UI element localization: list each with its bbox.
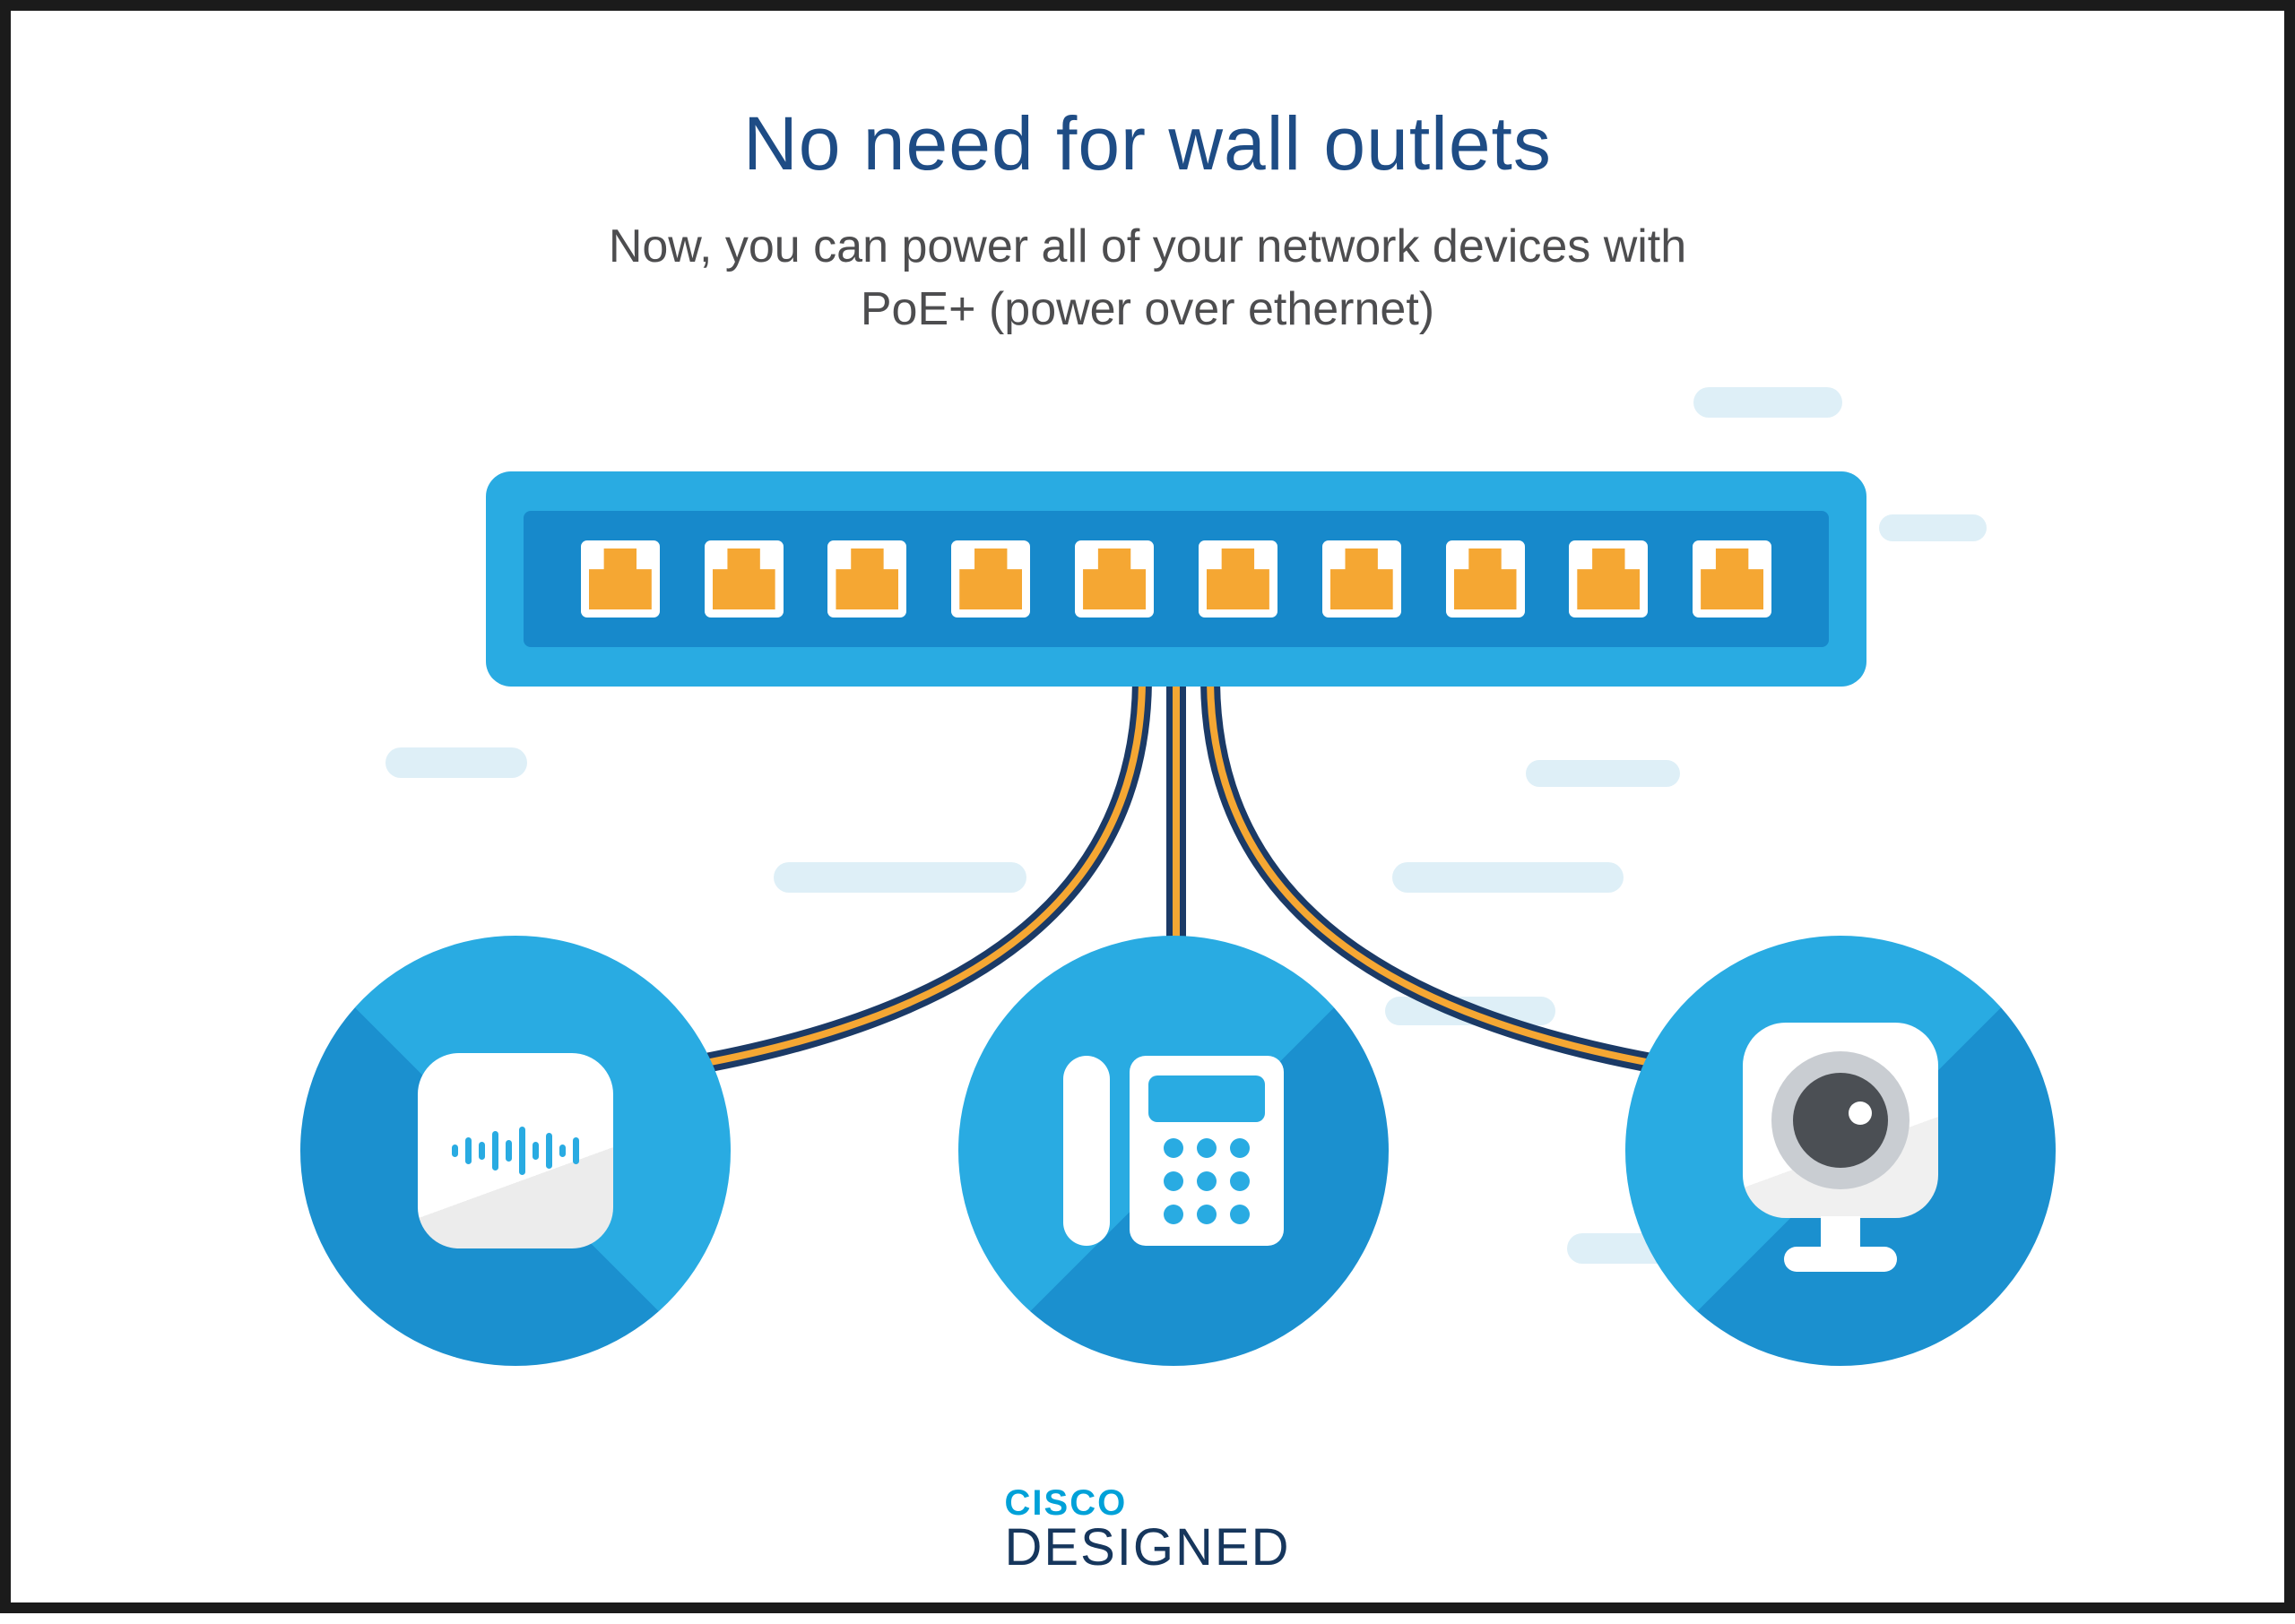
rj45-jack-icon: [959, 549, 1023, 609]
signal-bar: [506, 1140, 512, 1162]
wireless-access-point-icon: [418, 1053, 613, 1248]
decor-pill: [1385, 997, 1555, 1025]
camera-body-icon: [1743, 1023, 1938, 1218]
device-access-point: [300, 936, 731, 1366]
decor-pill: [1879, 514, 1987, 541]
decor-pill: [1526, 760, 1680, 787]
signal-bar: [465, 1137, 472, 1164]
ports-row: [524, 511, 1829, 647]
ethernet-port: [1569, 540, 1649, 618]
signal-bar: [492, 1131, 498, 1170]
page-subtitle: Now, you can power all of your network d…: [11, 215, 2284, 341]
device-webcam: [1625, 936, 2056, 1366]
decor-pill: [1392, 862, 1624, 893]
ethernet-port: [827, 540, 907, 618]
signal-bar: [533, 1142, 539, 1160]
ethernet-port: [1321, 540, 1401, 618]
page-subtitle-line2: PoE+ (power over ethernet): [860, 283, 1435, 336]
page-title: No need for wall outlets: [743, 101, 1552, 186]
device-ip-phone: [958, 936, 1389, 1366]
decor-pill: [385, 747, 527, 778]
security-camera-icon: [1743, 1023, 1938, 1272]
rj45-jack-icon: [1329, 549, 1393, 609]
camera-ring-icon: [1771, 1051, 1910, 1189]
signal-bar: [452, 1145, 458, 1157]
ethernet-port: [1075, 540, 1155, 618]
rj45-jack-icon: [1453, 549, 1517, 609]
brand-cisco-text: CISCO: [1004, 1483, 1128, 1523]
cisco-designed-logo: CISCO DESIGNED: [1005, 1485, 1291, 1576]
camera-stand-base: [1784, 1247, 1897, 1272]
keypad-key: [1197, 1171, 1217, 1191]
ethernet-port: [1198, 540, 1277, 618]
keypad-key: [1230, 1205, 1250, 1224]
rj45-jack-icon: [1083, 549, 1147, 609]
camera-stand-neck: [1821, 1216, 1860, 1247]
camera-glint-icon: [1849, 1101, 1872, 1125]
ap-signal-icon: [452, 1127, 579, 1175]
rj45-jack-icon: [712, 549, 775, 609]
ethernet-port: [704, 540, 784, 618]
keypad-key: [1164, 1205, 1183, 1224]
page-subtitle-line1: Now, you can power all of your network d…: [608, 220, 1687, 272]
signal-bar: [479, 1142, 485, 1160]
decor-pill: [774, 862, 1026, 893]
phone-handset-icon: [1063, 1056, 1110, 1246]
keypad-key: [1230, 1171, 1250, 1191]
ethernet-port: [951, 540, 1031, 618]
keypad-key: [1197, 1138, 1217, 1158]
ethernet-port: [1693, 540, 1772, 618]
signal-bar: [559, 1145, 566, 1157]
rj45-jack-icon: [1701, 549, 1764, 609]
rj45-jack-icon: [588, 549, 652, 609]
ethernet-port: [1445, 540, 1525, 618]
phone-keypad: [1164, 1138, 1250, 1224]
phone-screen-icon: [1148, 1075, 1265, 1122]
keypad-key: [1197, 1205, 1217, 1224]
keypad-key: [1164, 1138, 1183, 1158]
ip-phone-icon: [1063, 1056, 1284, 1246]
signal-bar: [546, 1133, 552, 1169]
brand-designed-text: DESIGNED: [1004, 1518, 1291, 1576]
rj45-jack-icon: [836, 549, 899, 609]
signal-bar: [519, 1127, 525, 1175]
rj45-jack-icon: [1206, 549, 1269, 609]
rj45-jack-icon: [1577, 549, 1641, 609]
poe-switch: [486, 471, 1866, 687]
decor-pill: [1693, 387, 1842, 418]
ethernet-port: [580, 540, 660, 618]
signal-bar: [573, 1137, 579, 1164]
keypad-key: [1164, 1171, 1183, 1191]
keypad-key: [1230, 1138, 1250, 1158]
phone-body-icon: [1130, 1056, 1284, 1246]
camera-lens-icon: [1793, 1073, 1888, 1168]
